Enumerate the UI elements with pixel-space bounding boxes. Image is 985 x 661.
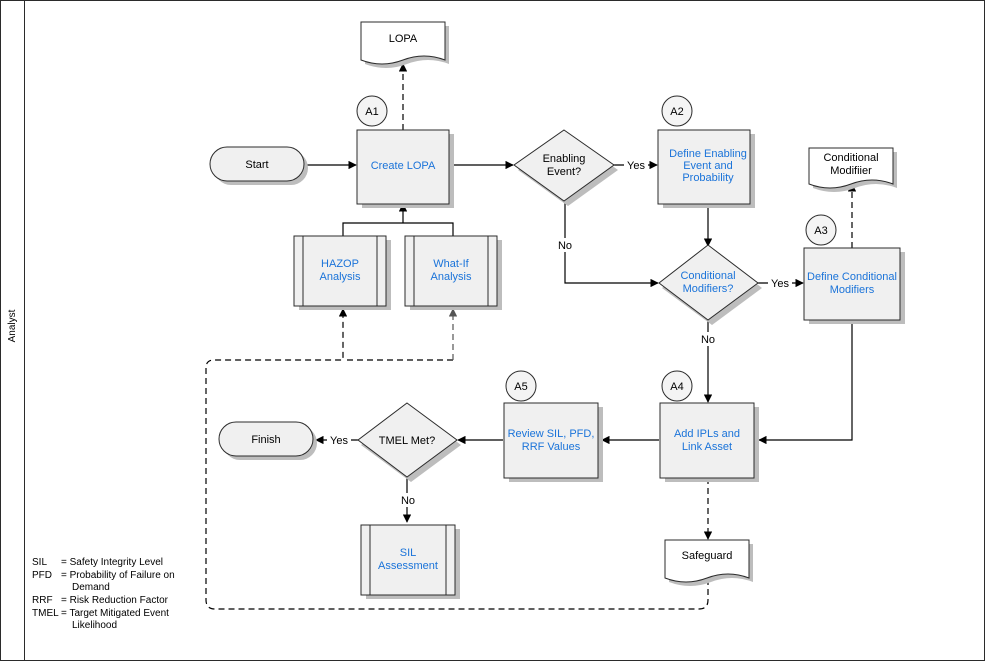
svg-text:Analysis: Analysis (431, 271, 472, 283)
whatif-analysis-subprocess[interactable]: What-If Analysis (404, 235, 502, 310)
edge-enabling-no (564, 202, 659, 288)
badge-a3: A3 (805, 214, 837, 246)
badge-a2: A2 (661, 95, 693, 127)
svg-text:Event and: Event and (683, 160, 733, 172)
define-conditional-step[interactable]: Define Conditional Modifiers (803, 247, 905, 324)
legend-abbr-sil: SIL (32, 557, 47, 568)
svg-text:A3: A3 (814, 225, 827, 237)
svg-text:Review SIL, PFD,: Review SIL, PFD, (508, 428, 595, 440)
svg-text:SIL: SIL (400, 547, 417, 559)
abbreviation-legend: SIL = Safety Integrity Level PFD = Proba… (32, 557, 175, 631)
legend-abbr-tmel: TMEL (32, 608, 59, 619)
conditional-modifiers-decision[interactable]: Conditional Modifiers? (658, 244, 762, 325)
legend-def-rrf: = Risk Reduction Factor (61, 595, 169, 606)
edge-label-yes-3: Yes (330, 435, 348, 447)
edge-label-no-3: No (401, 495, 415, 507)
badge-a1: A1 (356, 95, 388, 127)
create-lopa-label: Create LOPA (371, 160, 436, 172)
edge-feedback-hazop (205, 308, 709, 610)
safeguard-document[interactable]: Safeguard (664, 539, 753, 586)
start-terminator[interactable]: Start (209, 146, 308, 185)
svg-text:Analysis: Analysis (320, 271, 361, 283)
svg-text:Modifiers: Modifiers (830, 284, 875, 296)
edge-label-no-2: No (701, 334, 715, 346)
review-sil-step[interactable]: Review SIL, PFD, RRF Values (503, 402, 603, 482)
svg-text:Conditional: Conditional (823, 152, 878, 164)
sil-assessment-subprocess[interactable]: SIL Assessment (360, 524, 460, 599)
svg-text:Enabling: Enabling (543, 153, 586, 165)
edge-define-conditional-add (758, 320, 853, 445)
svg-text:Conditional: Conditional (680, 270, 735, 282)
badge-a4: A4 (661, 370, 693, 402)
svg-text:A5: A5 (514, 381, 527, 393)
svg-text:Probability: Probability (682, 172, 734, 184)
svg-text:Add IPLs and: Add IPLs and (674, 428, 740, 440)
legend-def-tmel-2: Likelihood (72, 620, 117, 631)
svg-text:What-If: What-If (433, 258, 469, 270)
finish-terminator[interactable]: Finish (218, 421, 317, 460)
edge-label-yes-1: Yes (627, 160, 645, 172)
svg-text:A1: A1 (365, 106, 378, 118)
svg-text:RRF Values: RRF Values (522, 441, 581, 453)
add-ipls-step[interactable]: Add IPLs and Link Asset (659, 402, 759, 482)
svg-text:Link Asset: Link Asset (682, 441, 732, 453)
legend-def-sil: = Safety Integrity Level (61, 557, 163, 568)
create-lopa-step[interactable]: Create LOPA (356, 129, 454, 208)
lane-label: Analyst (7, 309, 18, 342)
svg-text:TMEL Met?: TMEL Met? (379, 435, 435, 447)
edge-label-no-1: No (558, 240, 572, 252)
conditional-modifier-document[interactable]: Conditional Modifiier (808, 147, 897, 192)
svg-text:Define Enabling: Define Enabling (669, 148, 747, 160)
tmel-met-decision[interactable]: TMEL Met? (357, 402, 461, 482)
legend-def-tmel: = Target Mitigated Event (61, 608, 169, 619)
svg-text:Assessment: Assessment (378, 560, 438, 572)
legend-def-pfd: = Probability of Failure on (61, 570, 175, 581)
start-label: Start (245, 159, 268, 171)
svg-text:HAZOP: HAZOP (321, 258, 359, 270)
legend-abbr-pfd: PFD (32, 570, 52, 581)
svg-text:Event?: Event? (547, 166, 581, 178)
define-enabling-step[interactable]: Define Enabling Event and Probability (657, 129, 755, 208)
legend-def-pfd-2: Demand (72, 582, 110, 593)
hazop-analysis-subprocess[interactable]: HAZOP Analysis (293, 235, 391, 310)
edge-label-yes-2: Yes (771, 278, 789, 290)
finish-label: Finish (251, 434, 280, 446)
svg-text:A4: A4 (670, 381, 683, 393)
edge-analysis-merge (342, 222, 454, 236)
svg-text:Modifiier: Modifiier (830, 165, 872, 177)
lopa-document[interactable]: LOPA (360, 21, 449, 68)
svg-text:Modifiers?: Modifiers? (683, 283, 734, 295)
svg-text:Define Conditional: Define Conditional (807, 271, 897, 283)
badge-a5: A5 (505, 370, 537, 402)
legend-abbr-rrf: RRF (32, 595, 53, 606)
svg-text:A2: A2 (670, 106, 683, 118)
lopa-doc-label: LOPA (389, 33, 418, 45)
enabling-event-decision[interactable]: Enabling Event? (513, 129, 618, 206)
safeguard-label: Safeguard (682, 550, 733, 562)
